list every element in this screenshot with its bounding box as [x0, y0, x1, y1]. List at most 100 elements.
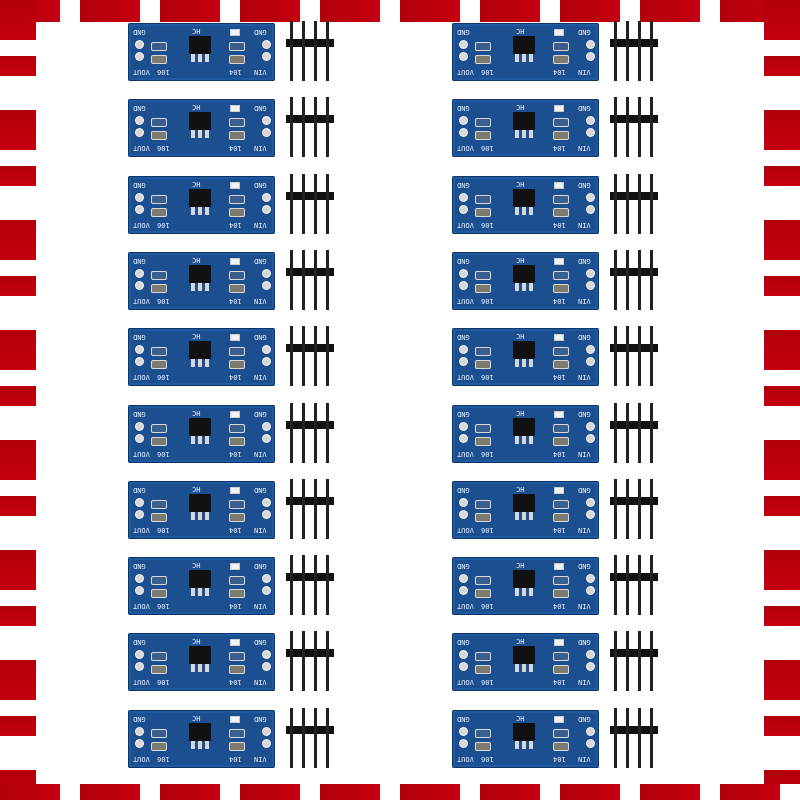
- solder-pad: [262, 268, 271, 278]
- capacitor-code-104: 104: [553, 602, 566, 611]
- gnd-label: GND: [133, 409, 146, 418]
- voltage-regulator-module: GND VOUT VIN GND 106 104 HC: [452, 402, 692, 463]
- pin-header-body: [610, 420, 658, 429]
- solder-pad: [262, 52, 271, 61]
- solder-pad: [586, 357, 595, 367]
- pcb-board: GND VOUT VIN GND 106 104 HC: [128, 709, 275, 768]
- capacitor-code-104: 104: [553, 449, 566, 458]
- pcb-board: GND VOUT VIN GND 106 104 HC: [128, 404, 275, 463]
- solder-pad: [586, 726, 595, 736]
- capacitor-left: [151, 270, 167, 280]
- pin-header-body: [610, 573, 658, 582]
- board-marking-hc: HC: [192, 179, 201, 188]
- pin-header: [610, 631, 658, 693]
- led: [554, 257, 564, 265]
- board-marking-hc: HC: [192, 332, 201, 341]
- vout-label: VOUT: [133, 525, 150, 534]
- capacitor-code-104: 104: [229, 68, 242, 76]
- gnd-label: GND: [133, 638, 146, 647]
- header-pin: [302, 326, 305, 387]
- gnd-label: GND: [133, 180, 146, 189]
- led: [230, 715, 240, 723]
- capacitor-code-106: 106: [481, 678, 494, 687]
- header-pin: [638, 478, 641, 539]
- capacitor-code-106: 106: [481, 602, 494, 611]
- capacitor-code-104: 104: [553, 296, 566, 305]
- capacitor-code-106: 106: [157, 754, 170, 763]
- regulator-chip: [513, 417, 535, 444]
- solder-pad: [459, 497, 468, 507]
- vout-label: VOUT: [133, 373, 150, 382]
- capacitor-right-inner: [229, 283, 245, 293]
- regulator-chip: [189, 36, 211, 62]
- pin-header: [610, 707, 658, 770]
- header-pin: [650, 173, 653, 234]
- capacitor-right-inner: [229, 436, 245, 446]
- header-pin: [614, 173, 617, 234]
- header-pin: [626, 402, 629, 463]
- header-pin: [626, 173, 629, 234]
- module-column-left: GND VOUT VIN GND 106 104 HC: [128, 21, 478, 784]
- capacitor-left-inner: [151, 360, 167, 370]
- capacitor-left-inner: [475, 665, 491, 675]
- vout-label: VOUT: [457, 144, 474, 153]
- gnd-label: GND: [133, 562, 146, 571]
- vin-label: VIN: [578, 296, 591, 305]
- gnd-label: GND: [457, 256, 470, 265]
- pin-header: [610, 97, 658, 159]
- capacitor-right: [229, 347, 245, 357]
- regulator-chip: [189, 493, 211, 520]
- led: [554, 105, 564, 113]
- solder-pad: [586, 509, 595, 519]
- pin-header-body: [610, 344, 658, 353]
- capacitor-code-104: 104: [229, 525, 242, 534]
- solder-pad: [459, 280, 468, 290]
- capacitor-code-106: 106: [157, 678, 170, 687]
- gnd-label: GND: [133, 28, 146, 36]
- gnd-label-right: GND: [254, 562, 267, 571]
- solder-pad: [262, 509, 271, 519]
- header-pin: [614, 97, 617, 158]
- board-marking-hc: HC: [192, 561, 201, 570]
- vin-label: VIN: [254, 68, 267, 76]
- header-pin: [290, 21, 293, 81]
- header-pin: [326, 555, 329, 616]
- gnd-label-right: GND: [578, 409, 591, 418]
- gnd-label-right: GND: [254, 180, 267, 189]
- header-pin: [650, 402, 653, 463]
- capacitor-left-inner: [151, 436, 167, 446]
- vout-label: VOUT: [133, 220, 150, 229]
- solder-pad: [459, 421, 468, 431]
- solder-pad: [262, 650, 271, 660]
- capacitor-code-106: 106: [481, 525, 494, 534]
- capacitor-left: [151, 118, 167, 128]
- capacitor-code-106: 106: [157, 602, 170, 611]
- pin-header-body: [286, 496, 334, 505]
- solder-pad: [459, 128, 468, 138]
- capacitor-left: [475, 576, 491, 586]
- vin-label: VIN: [578, 449, 591, 458]
- regulator-chip: [513, 493, 535, 520]
- solder-pad: [135, 433, 144, 443]
- solder-pad: [135, 192, 144, 202]
- solder-pad: [586, 662, 595, 672]
- pin-header: [286, 707, 334, 770]
- header-pin: [638, 707, 641, 768]
- header-pin: [650, 555, 653, 616]
- header-pin: [290, 249, 293, 310]
- header-pin: [650, 249, 653, 310]
- voltage-regulator-module: GND VOUT VIN GND 106 104 HC: [452, 478, 692, 539]
- led: [554, 334, 564, 342]
- capacitor-left-inner: [475, 436, 491, 446]
- solder-pad: [135, 280, 144, 290]
- led: [554, 563, 564, 571]
- solder-pad: [262, 574, 271, 584]
- capacitor-code-106: 106: [157, 68, 170, 76]
- solder-pad: [586, 192, 595, 202]
- gnd-label: GND: [133, 485, 146, 494]
- capacitor-code-104: 104: [553, 373, 566, 382]
- header-pin: [650, 631, 653, 692]
- capacitor-left: [151, 347, 167, 357]
- gnd-label: GND: [457, 28, 470, 36]
- voltage-regulator-module: GND VOUT VIN GND 106 104 HC: [452, 555, 692, 616]
